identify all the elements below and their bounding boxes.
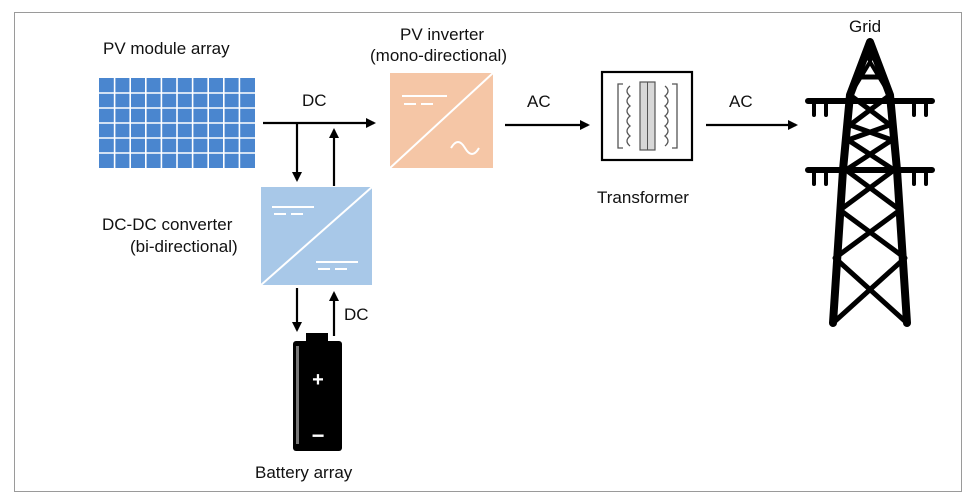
pv-inverter-sublabel: (mono-directional) [370,46,507,65]
ac-label-left: AC [527,92,551,111]
pv-array-label: PV module array [103,39,230,58]
inverter-icon [389,72,494,169]
dcdc-converter-label: DC-DC converter [102,215,233,234]
transformer-icon [600,70,694,162]
battery-icon: + − [293,333,342,451]
battery-minus-sign: − [312,423,325,448]
grid-label: Grid [849,17,882,36]
transformer-label: Transformer [597,188,689,207]
dc-label-bottom: DC [344,305,369,324]
ac-label-right: AC [729,92,753,111]
transmission-tower-icon [805,38,935,327]
dc-label-top: DC [302,91,327,110]
dc-bus-lines [263,118,376,186]
battery-array-label: Battery array [255,463,353,482]
dc-dc-converter-icon [260,186,373,286]
pv-inverter-label: PV inverter [400,25,485,44]
solar-panel-icon [99,78,255,168]
battery-dc-lines [292,288,339,336]
battery-plus-sign: + [312,369,324,391]
dcdc-converter-sublabel: (bi-directional) [130,237,238,256]
